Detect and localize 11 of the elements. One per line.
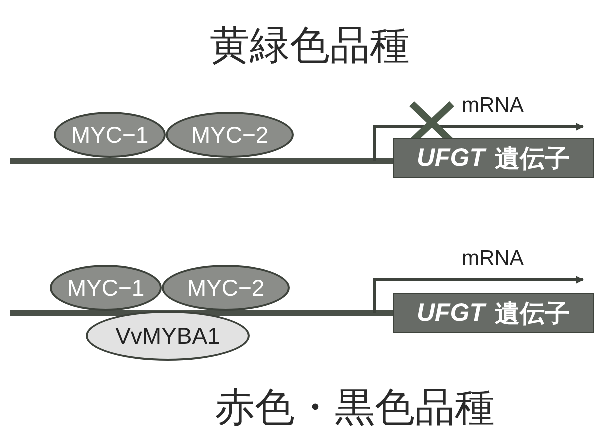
protein-ellipse: MYC−2 bbox=[162, 265, 290, 311]
gene-box: UFGT 遺伝子 bbox=[393, 138, 594, 178]
gene-box: UFGT 遺伝子 bbox=[393, 293, 594, 333]
protein-ellipse: VvMYBA1 bbox=[86, 311, 250, 361]
protein-ellipse: MYC−2 bbox=[166, 112, 294, 158]
title-text: 赤色・黒色品種 bbox=[215, 384, 495, 430]
mrna-label: mRNA bbox=[462, 247, 524, 271]
mrna-label: mRNA bbox=[462, 94, 524, 118]
title-text: 黄緑色品種 bbox=[210, 22, 410, 71]
protein-ellipse: MYC−1 bbox=[50, 265, 162, 311]
protein-ellipse: MYC−1 bbox=[54, 112, 166, 158]
